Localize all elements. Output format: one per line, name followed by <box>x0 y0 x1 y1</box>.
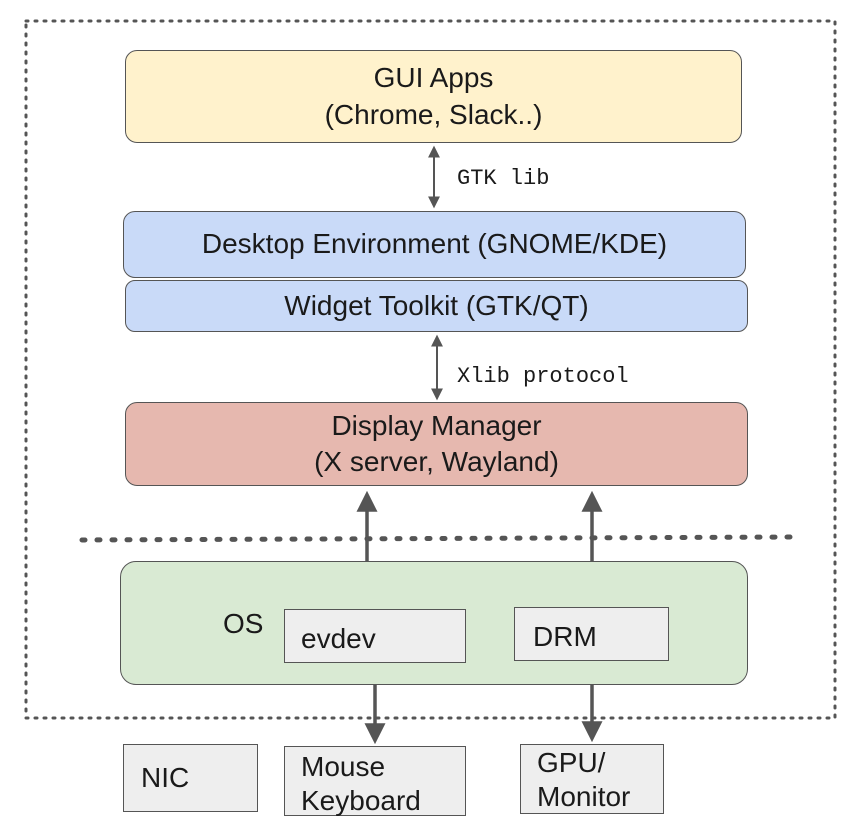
gpu-monitor-box: GPU/ Monitor <box>520 744 664 814</box>
evdev-box: evdev <box>284 609 466 663</box>
display-manager-title: Display Manager <box>331 409 542 441</box>
gui-apps-examples: (Chrome, Slack..) <box>324 98 543 130</box>
gpu-label: GPU/ <box>537 747 606 778</box>
monitor-label: Monitor <box>537 781 631 813</box>
gui-apps-title: GUI Apps <box>373 62 494 94</box>
drm-box: DRM <box>514 607 669 661</box>
kernel-divider <box>79 534 795 543</box>
mouse-keyboard-box: Mouse Keyboard <box>284 746 466 816</box>
widget-toolkit-label: Widget Toolkit (GTK/QT) <box>284 289 589 321</box>
display-manager-box: Display Manager (X server, Wayland) <box>125 402 748 486</box>
gui-apps-box: GUI Apps (Chrome, Slack..) <box>125 50 742 143</box>
mouse-label: Mouse <box>301 751 386 782</box>
desktop-environment-box: Desktop Environment (GNOME/KDE) <box>123 211 746 278</box>
nic-label: NIC <box>141 761 190 793</box>
gtk-lib-label: GTK lib <box>457 166 550 191</box>
keyboard-label: Keyboard <box>301 785 421 817</box>
desktop-environment-label: Desktop Environment (GNOME/KDE) <box>201 228 668 260</box>
widget-toolkit-box: Widget Toolkit (GTK/QT) <box>125 280 748 332</box>
os-label: OS <box>223 608 264 639</box>
drm-label: DRM <box>533 621 597 652</box>
xlib-protocol-label: Xlib protocol <box>457 364 629 389</box>
display-manager-examples: (X server, Wayland) <box>314 446 559 477</box>
evdev-label: evdev <box>301 623 376 654</box>
nic-box: NIC <box>123 744 258 812</box>
